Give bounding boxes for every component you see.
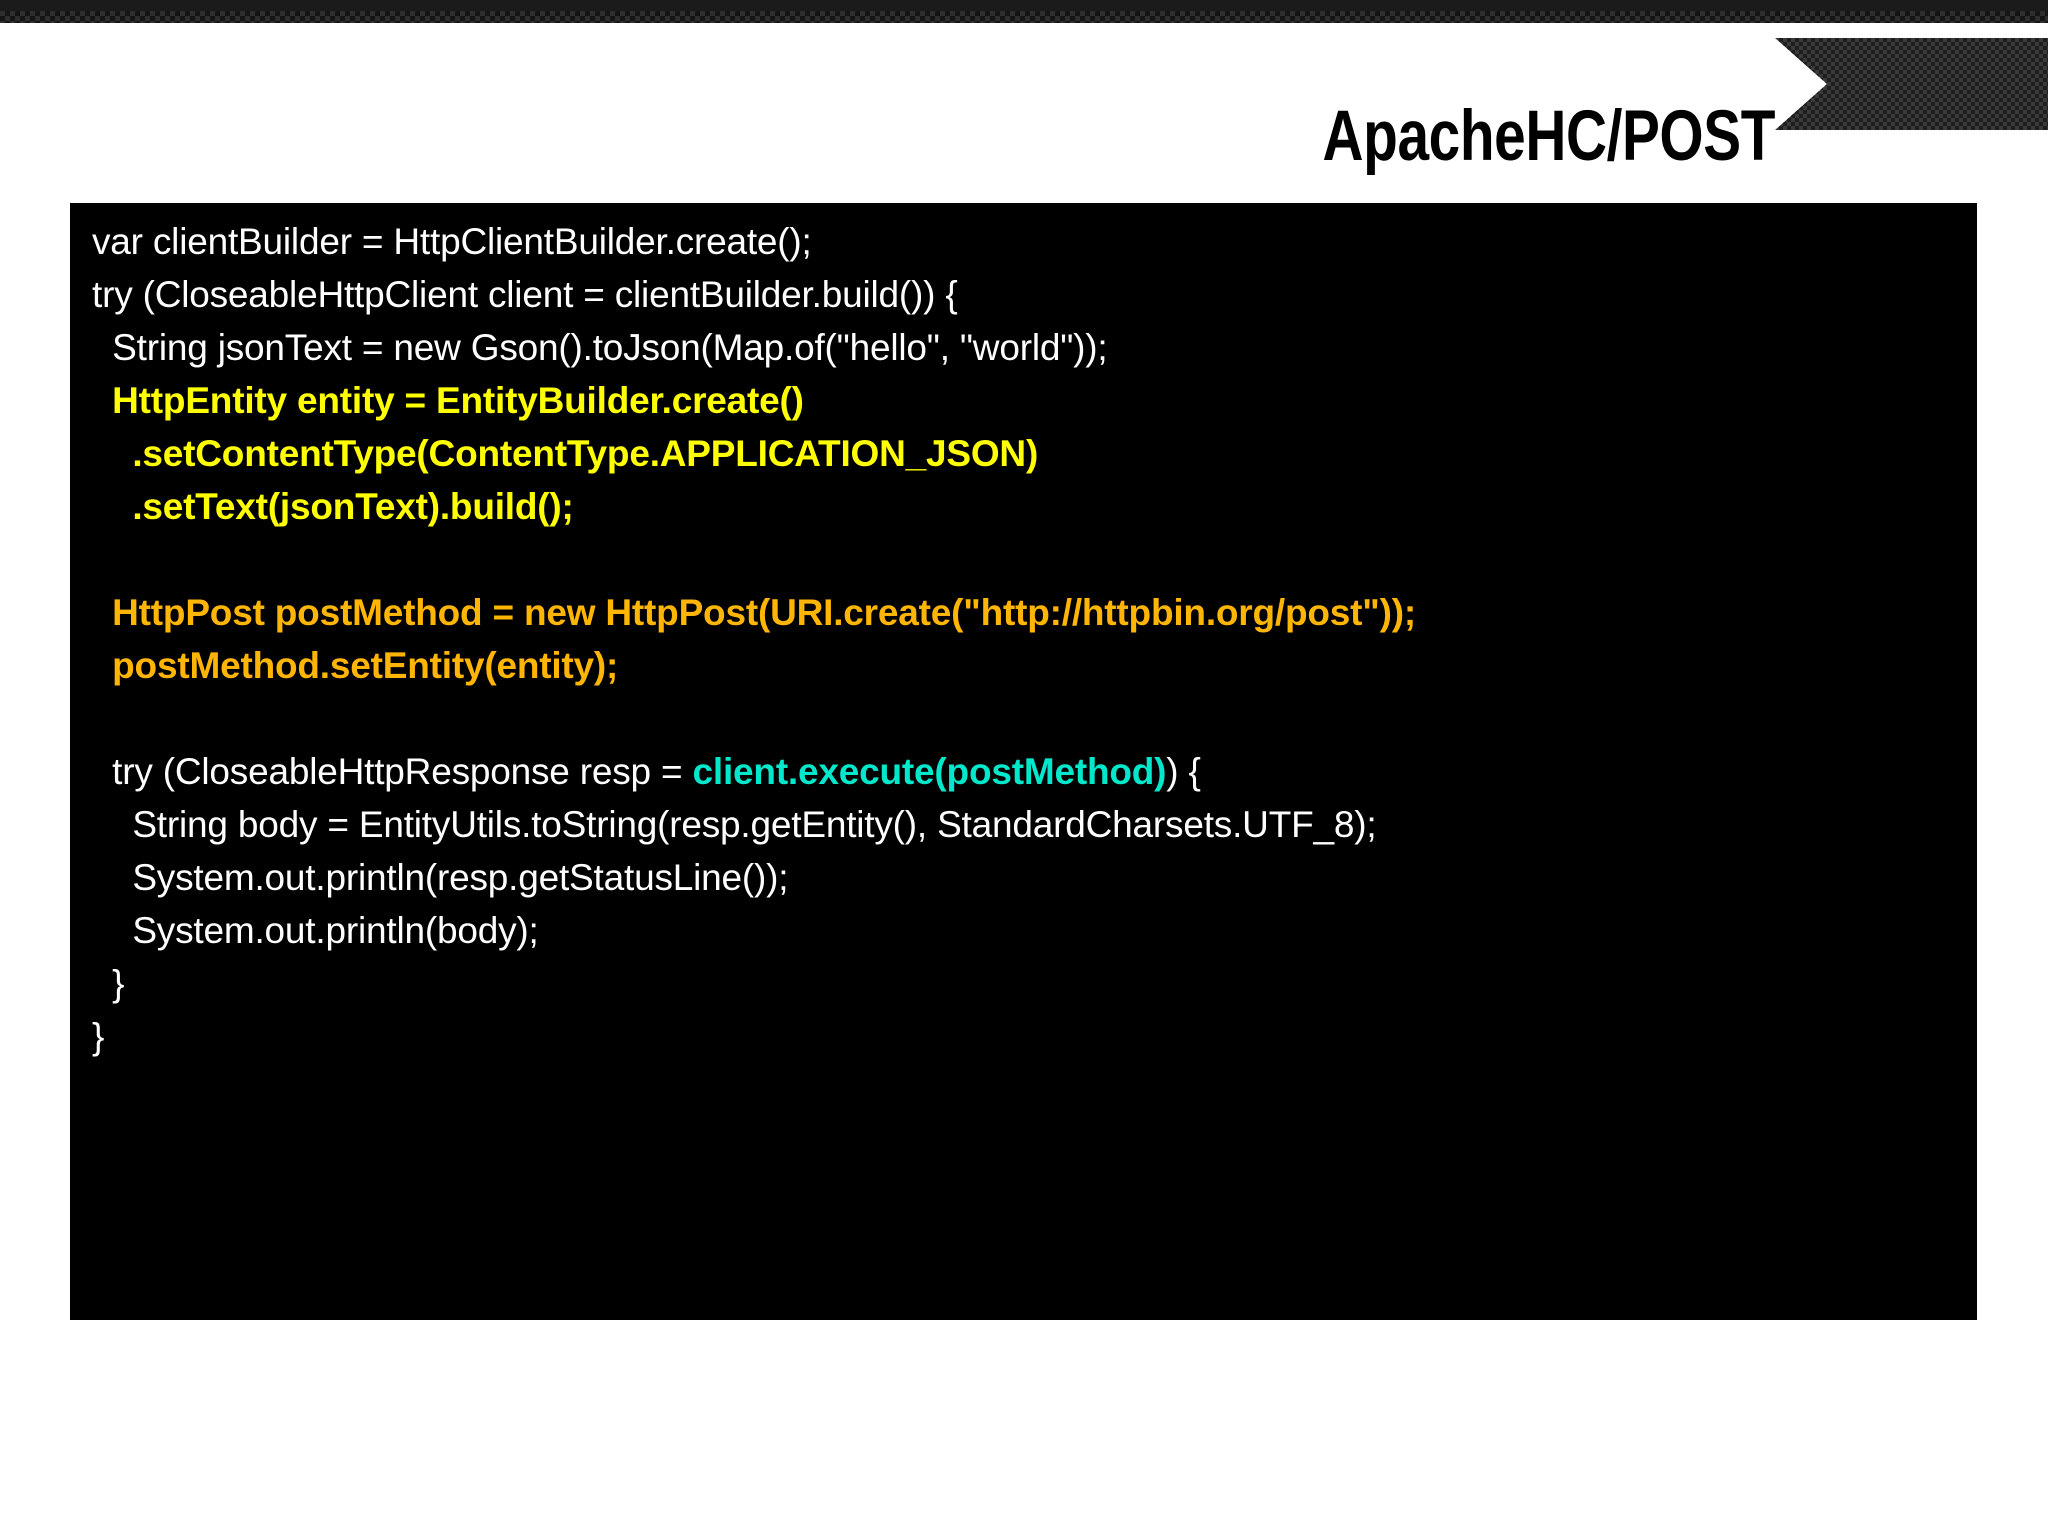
code-line: var clientBuilder = HttpClientBuilder.cr… — [92, 215, 1977, 268]
code-line: try (CloseableHttpResponse resp = client… — [92, 745, 1977, 798]
code-lines-container: var clientBuilder = HttpClientBuilder.cr… — [92, 215, 1977, 1063]
title-banner-chevron — [1775, 38, 2048, 130]
code-segment-plain: String jsonText = new Gson().toJson(Map.… — [92, 327, 1108, 368]
code-segment-plain: } — [92, 963, 125, 1004]
code-segment-plain: try (CloseableHttpClient client = client… — [92, 274, 958, 315]
code-segment-orange: HttpPost postMethod = new HttpPost(URI.c… — [92, 592, 1416, 633]
code-segment-plain: System.out.println(body); — [92, 910, 539, 951]
code-line — [92, 692, 1977, 745]
code-segment-yellow: .setContentType(ContentType.APPLICATION_… — [92, 433, 1039, 474]
code-line: System.out.println(body); — [92, 904, 1977, 957]
code-line: HttpPost postMethod = new HttpPost(URI.c… — [92, 586, 1977, 639]
page-title: ApacheHC/POST — [1322, 96, 1776, 176]
code-line: } — [92, 1010, 1977, 1063]
code-line: HttpEntity entity = EntityBuilder.create… — [92, 374, 1977, 427]
code-line: String jsonText = new Gson().toJson(Map.… — [92, 321, 1977, 374]
code-segment-plain: try (CloseableHttpResponse resp = — [92, 751, 693, 792]
code-segment-yellow: HttpEntity entity = EntityBuilder.create… — [92, 380, 804, 421]
code-line: try (CloseableHttpClient client = client… — [92, 268, 1977, 321]
code-line: System.out.println(resp.getStatusLine())… — [92, 851, 1977, 904]
code-segment-plain: ) { — [1166, 751, 1201, 792]
code-line: .setText(jsonText).build(); — [92, 480, 1977, 533]
top-checker-stripe — [0, 11, 2048, 23]
top-black-bar — [0, 0, 2048, 11]
code-segment-plain: } — [92, 1016, 105, 1057]
code-block: var clientBuilder = HttpClientBuilder.cr… — [70, 203, 1977, 1320]
code-segment-plain: String body = EntityUtils.toString(resp.… — [92, 804, 1377, 845]
code-segment-yellow: .setText(jsonText).build(); — [92, 486, 574, 527]
code-line: String body = EntityUtils.toString(resp.… — [92, 798, 1977, 851]
code-line: } — [92, 957, 1977, 1010]
code-segment-cyan: client.execute(postMethod) — [692, 751, 1167, 792]
code-line: postMethod.setEntity(entity); — [92, 639, 1977, 692]
code-segment-plain: var clientBuilder = HttpClientBuilder.cr… — [92, 221, 812, 262]
code-line — [92, 533, 1977, 586]
code-segment-orange: postMethod.setEntity(entity); — [92, 645, 619, 686]
code-line: .setContentType(ContentType.APPLICATION_… — [92, 427, 1977, 480]
code-segment-plain: System.out.println(resp.getStatusLine())… — [92, 857, 789, 898]
